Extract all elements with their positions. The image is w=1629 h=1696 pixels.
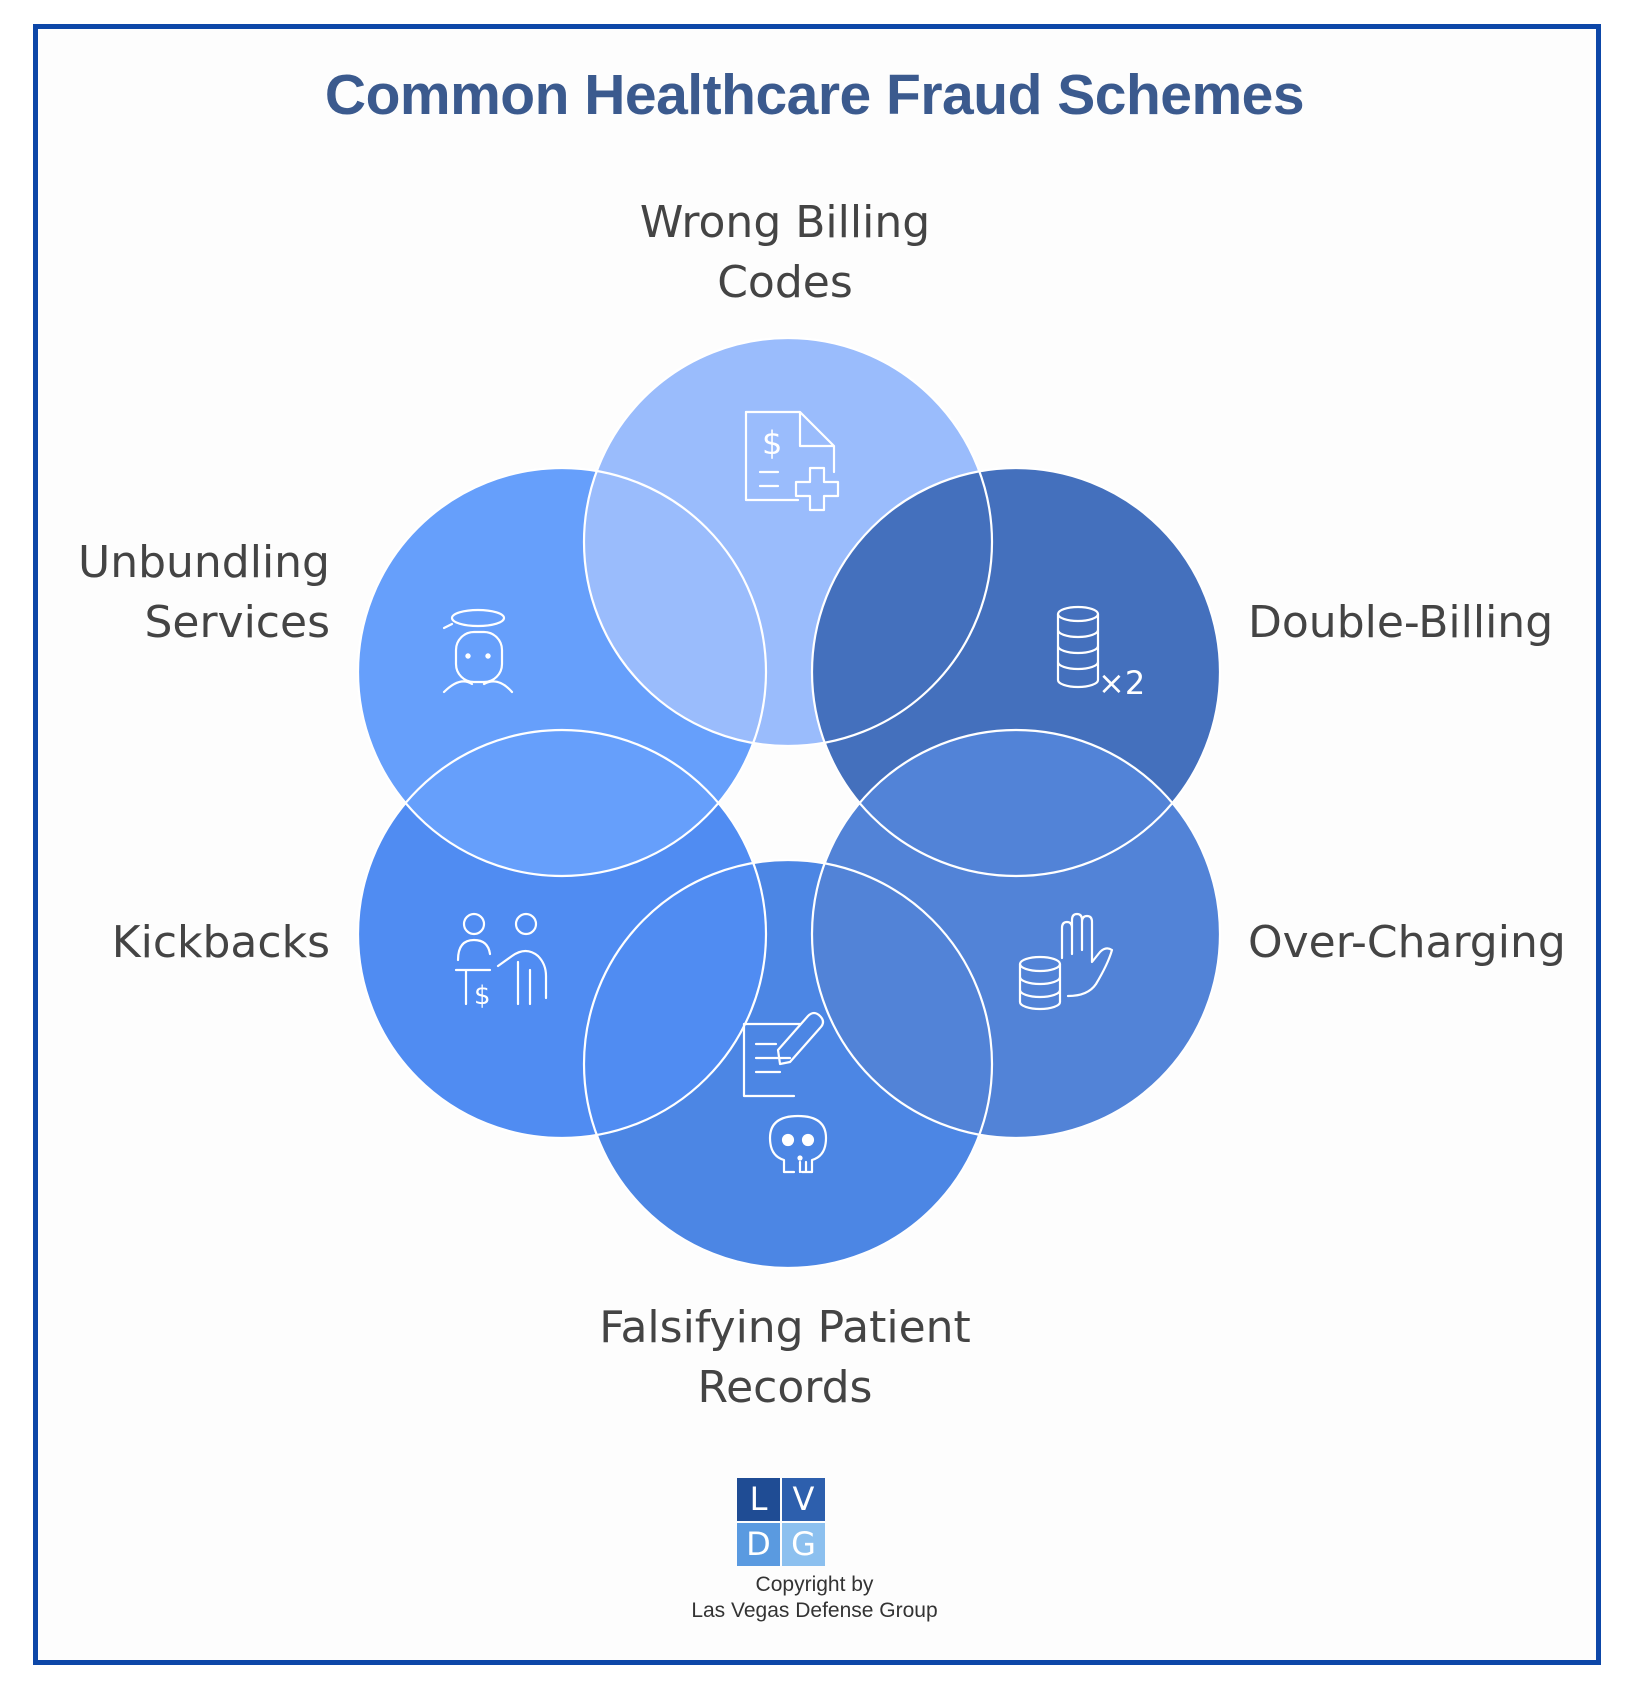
label-line: Records xyxy=(697,1362,873,1413)
logo-letter: D xyxy=(737,1523,780,1566)
copyright-line: Copyright by xyxy=(755,1573,874,1596)
overlap-over-falsify xyxy=(812,860,992,1138)
label-line: Unbundling xyxy=(78,537,330,588)
outer-frame xyxy=(33,24,1601,1665)
label-wrong-billing-codes: Wrong Billing Codes xyxy=(615,193,955,313)
label-line: Services xyxy=(144,597,330,648)
overlap-kick-unbundling xyxy=(358,730,766,876)
logo-letter: L xyxy=(737,1478,780,1521)
overlap-wrong-double xyxy=(812,468,992,746)
label-line: Falsifying Patient xyxy=(599,1302,971,1353)
overlap-wrong-unbundling xyxy=(584,468,766,746)
dollar-sign: $ xyxy=(762,424,782,462)
label-line: Double-Billing xyxy=(1248,597,1554,648)
label-kickbacks: Kickbacks xyxy=(40,913,330,973)
label-line: Kickbacks xyxy=(111,917,330,968)
logo-letter: V xyxy=(782,1478,825,1521)
logo-letter: G xyxy=(782,1523,825,1566)
copyright-text: Copyright by Las Vegas Defense Group xyxy=(0,1572,1629,1624)
label-over-charging: Over-Charging xyxy=(1248,913,1566,973)
page-title: Common Healthcare Fraud Schemes xyxy=(324,63,1305,127)
coins-hand-icon xyxy=(1018,912,1114,1011)
label-unbundling-services: Unbundling Services xyxy=(40,533,330,653)
label-line: Codes xyxy=(717,257,853,308)
label-double-billing: Double-Billing xyxy=(1248,593,1553,653)
overlap-over-double xyxy=(812,730,1220,876)
overlap-kick-falsify xyxy=(584,860,766,1138)
circle-outlines xyxy=(356,336,1222,1270)
label-line: Wrong Billing xyxy=(639,197,931,248)
billing-document-icon: $ xyxy=(744,410,840,512)
coin-stack-x2-icon: ×2 xyxy=(1056,605,1145,702)
document-skull-icon xyxy=(742,1011,828,1174)
people-payment-icon: $ xyxy=(454,912,548,1011)
label-line: Over-Charging xyxy=(1248,917,1566,968)
label-falsifying-patient-records: Falsifying Patient Records xyxy=(560,1298,1010,1418)
times-two-label: ×2 xyxy=(1098,664,1145,702)
angel-person-icon xyxy=(442,608,514,694)
lvdg-logo: L V D G xyxy=(737,1478,825,1566)
payment-dollar: $ xyxy=(474,981,491,1011)
copyright-owner: Las Vegas Defense Group xyxy=(691,1599,938,1622)
